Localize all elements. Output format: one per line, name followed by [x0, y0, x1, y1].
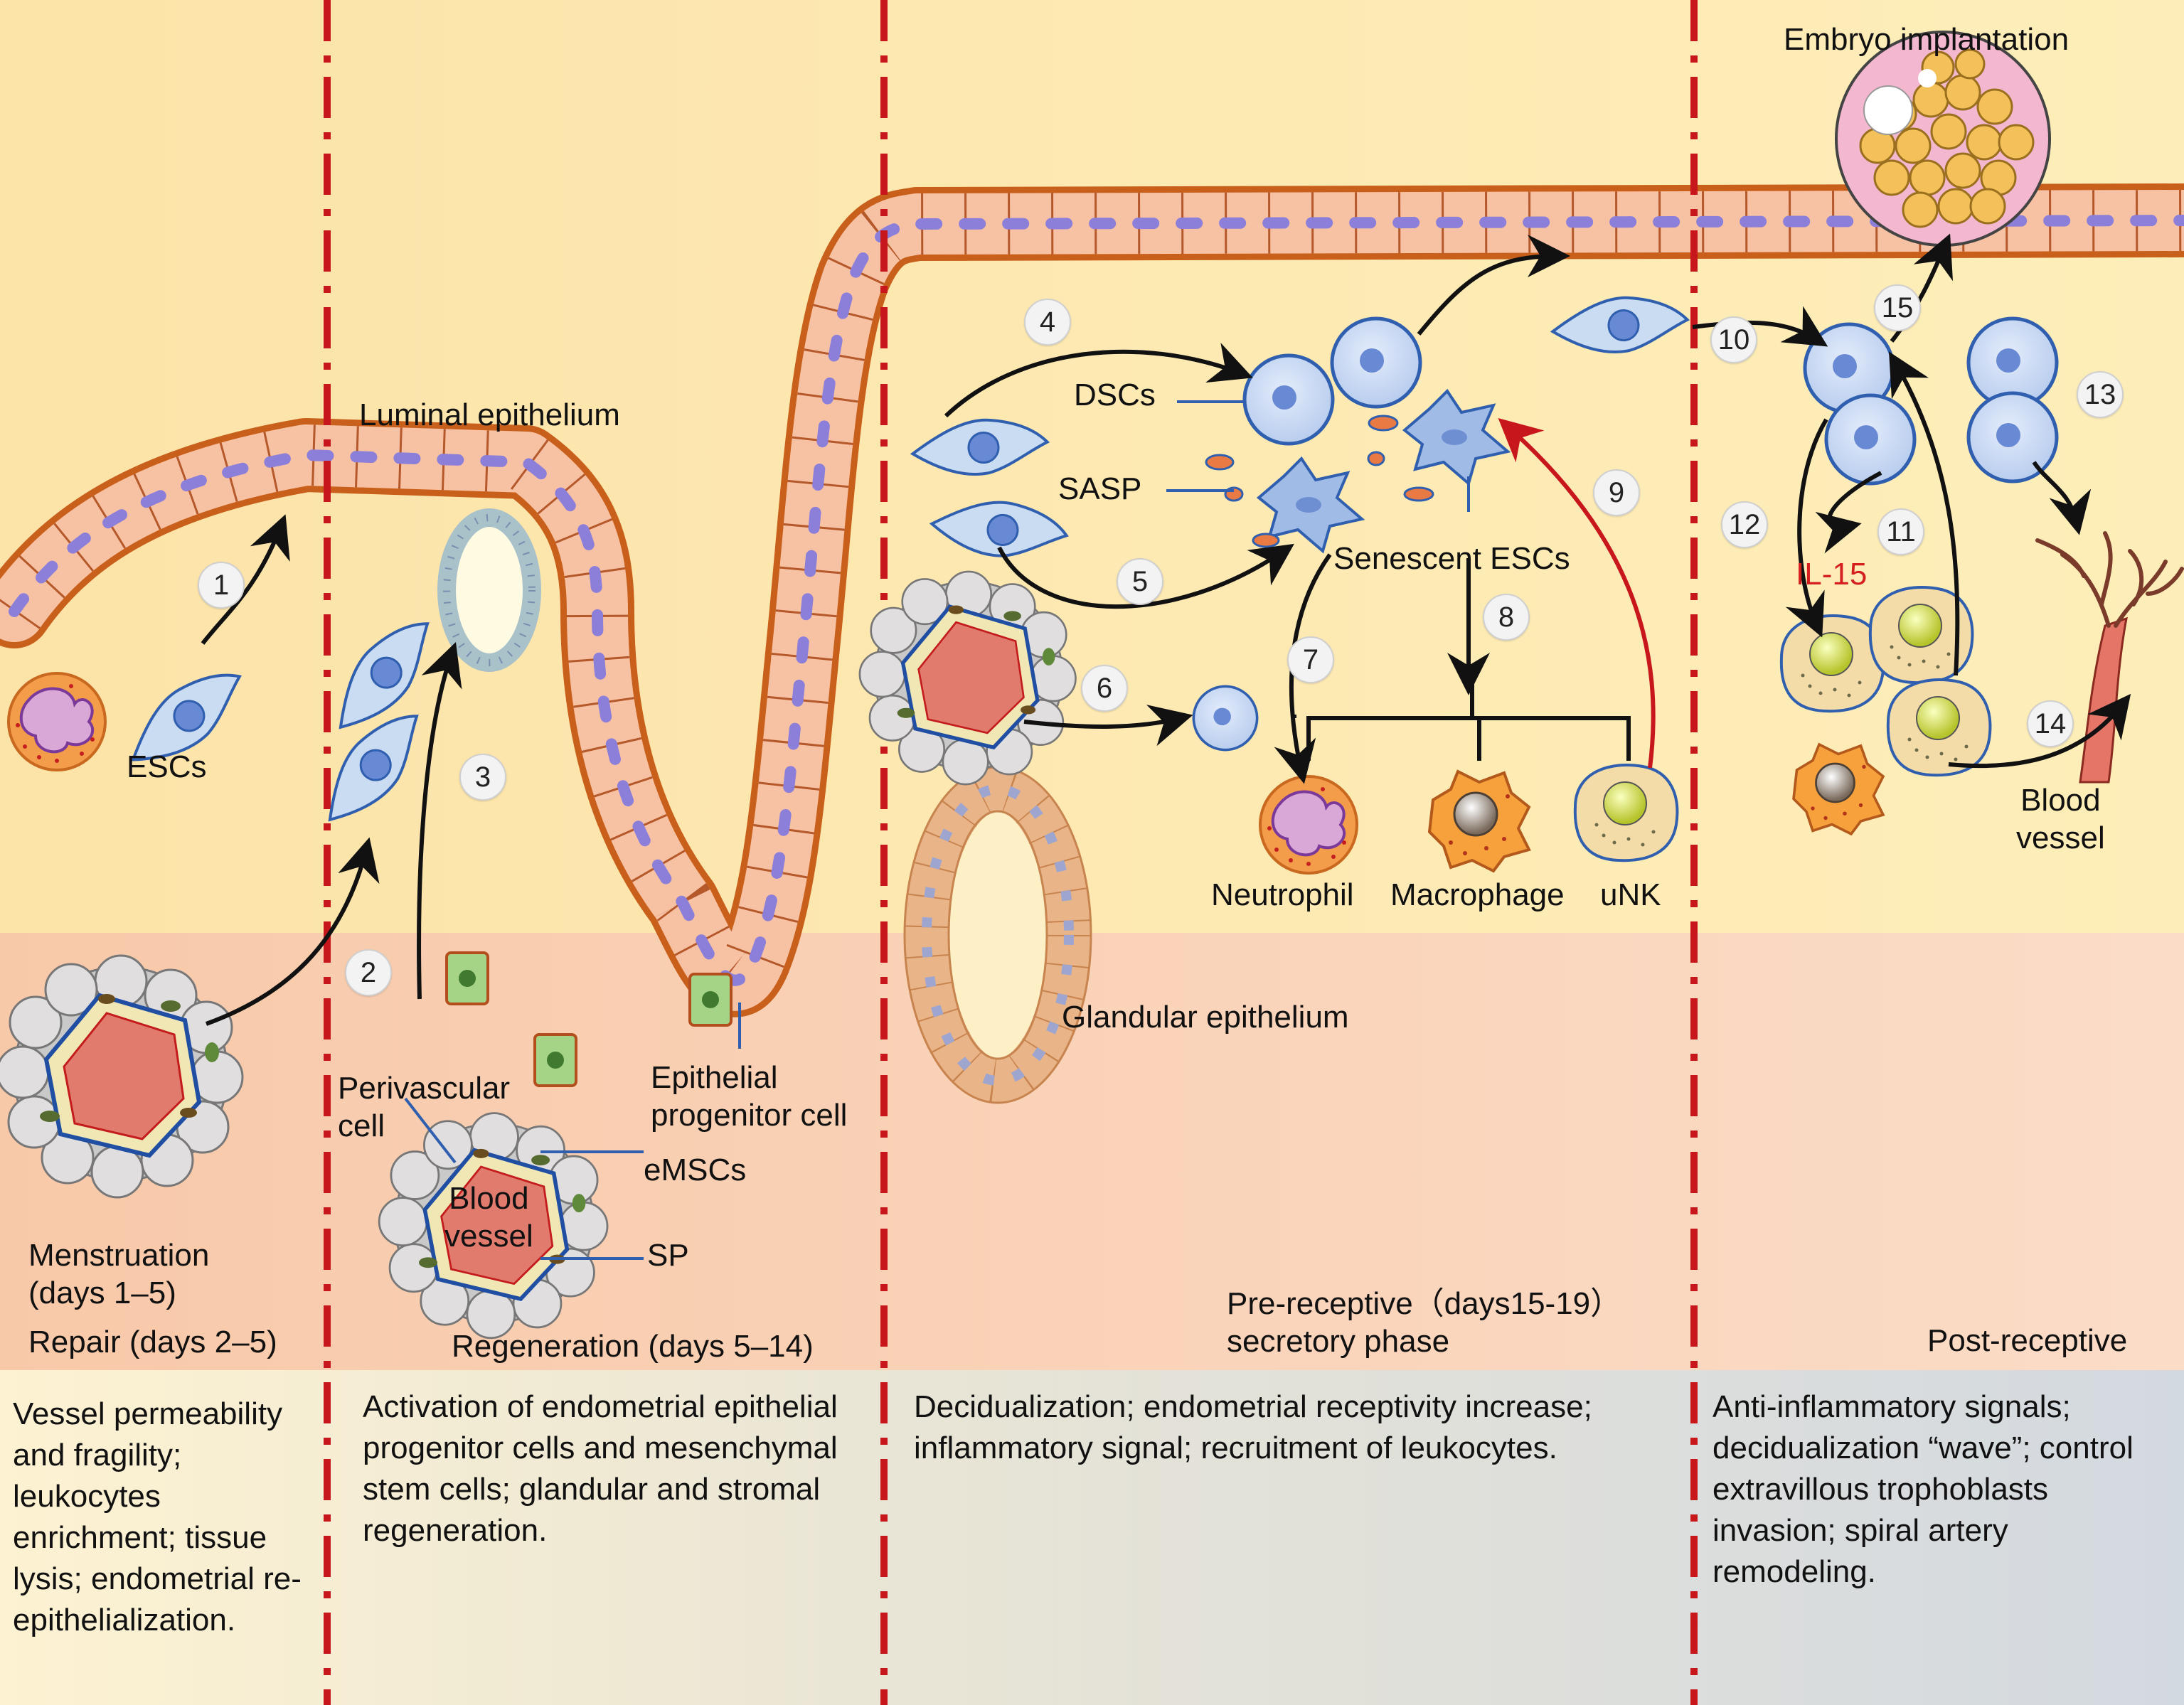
unk-cell	[1573, 763, 1679, 862]
perivascular-cell-label: Perivascular cell	[338, 1071, 511, 1143]
senescent-escs-label: Senescent ESCs	[1333, 541, 1570, 576]
glandular-epithelium-label: Glandular epithelium	[1062, 1000, 1349, 1035]
dsc-cell	[1826, 395, 1914, 483]
step-15: 15	[1874, 284, 1921, 331]
emscs-label: eMSCs	[644, 1153, 747, 1187]
unk-cell	[1779, 614, 1885, 713]
blood-vessel-center-label: Blood vessel	[444, 1181, 533, 1254]
step-5: 5	[1117, 558, 1163, 605]
description-postreceptive: Anti-inflammatory signals; decidualizati…	[1712, 1389, 2134, 1589]
unk-label: uNK	[1600, 877, 1661, 912]
step-13: 13	[2077, 371, 2124, 418]
step-6: 6	[1081, 665, 1128, 712]
step-14: 14	[2027, 700, 2074, 747]
dsc-cell	[1192, 685, 1259, 752]
dsc-cell	[1245, 356, 1333, 444]
embryo-implantation-label: Embryo implantation	[1784, 22, 2070, 57]
unk-cell	[1886, 678, 1992, 777]
macrophage-label: Macrophage	[1390, 877, 1565, 912]
escs-label: ESCs	[127, 749, 207, 784]
repair-phase-label: Repair (days 2–5)	[28, 1325, 277, 1359]
dsc-cell	[1969, 393, 2057, 481]
description-menstruation: Vessel permeability and fragility; leuko…	[13, 1396, 302, 1637]
dsc-cell	[1332, 319, 1420, 407]
step-2: 2	[345, 949, 392, 996]
step-4: 4	[1024, 299, 1071, 346]
step-9: 9	[1593, 469, 1640, 516]
step-8: 8	[1483, 594, 1530, 641]
step-12: 12	[1721, 501, 1768, 548]
embryo	[1835, 31, 2051, 247]
description-regeneration: Activation of endometrial epithelial pro…	[363, 1389, 838, 1548]
step-3: 3	[459, 754, 506, 801]
epithelial-progenitor-label: Epithelial progenitor cell	[651, 1060, 848, 1133]
prereceptive-phase-label: Pre-receptive（days15-19） secretory phase	[1227, 1286, 1622, 1359]
neutrophil-cell	[7, 672, 107, 771]
neutrophil-label: Neutrophil	[1211, 877, 1354, 912]
step-1: 1	[198, 562, 245, 609]
regeneration-phase-label: Regeneration (days 5–14)	[452, 1329, 814, 1364]
step-7: 7	[1287, 636, 1334, 683]
description-prereceptive: Decidualization; endometrial receptivity…	[914, 1389, 1592, 1465]
luminal-epithelium-label: Luminal epithelium	[359, 397, 620, 432]
menstruation-phase-label: Menstruation (days 1–5)	[28, 1238, 210, 1310]
step-11: 11	[1877, 508, 1924, 555]
neutrophil-cell	[1259, 775, 1358, 875]
dscs-label: DSCs	[1074, 378, 1156, 412]
postreceptive-phase-label: Post-receptive	[1927, 1323, 2128, 1358]
sp-label: SP	[647, 1238, 689, 1273]
blood-vessel-right-label: Blood vessel	[2016, 783, 2105, 855]
step-10: 10	[1710, 316, 1757, 363]
il15-label: IL-15	[1796, 557, 1868, 592]
sasp-label: SASP	[1058, 471, 1142, 506]
